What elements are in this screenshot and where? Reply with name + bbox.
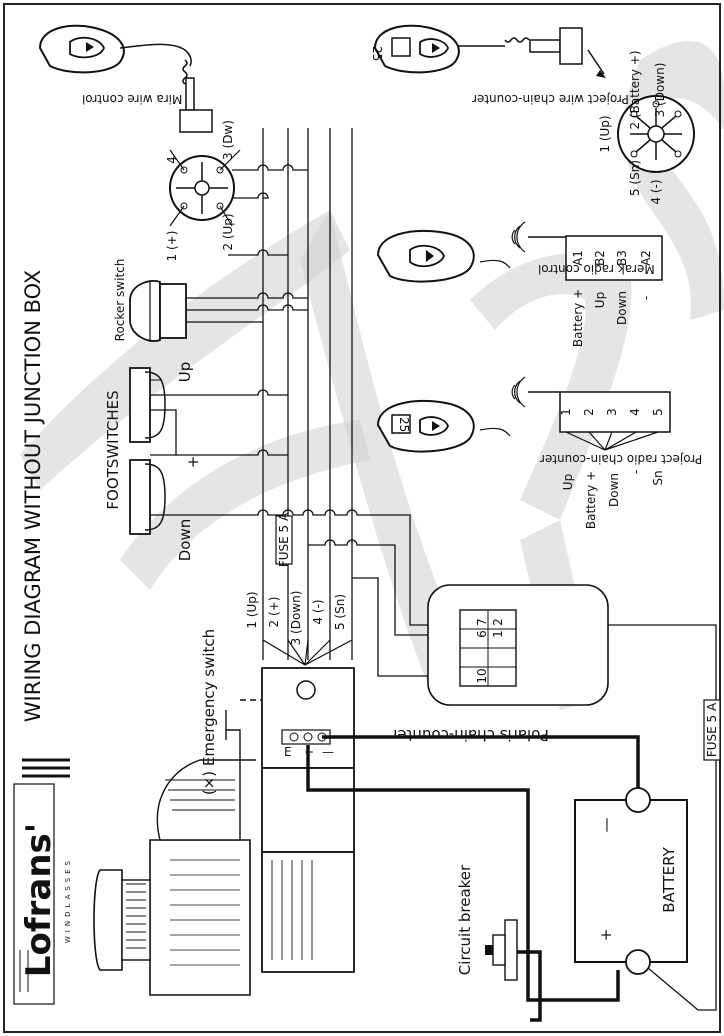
radio-term-4: 4 — [628, 408, 642, 416]
radio-term-2: 2 — [582, 408, 596, 416]
polaris-pin-10: 10 — [475, 668, 489, 683]
project-wire-label: Project wire chain-counter — [472, 92, 629, 106]
radio-sig-bat: Battery + — [584, 471, 598, 529]
plug5-pin3: 3 (Down) — [653, 63, 667, 118]
plug5-pin2: 2 (Battery +) — [628, 50, 642, 129]
five-pin-socket — [617, 95, 695, 173]
windlass-motor-icon — [93, 667, 355, 996]
polaris-unit — [427, 584, 609, 706]
polaris-pin-1: 1 — [491, 630, 505, 638]
emergency-switch-icon — [225, 699, 262, 761]
display-25-radio: 25 — [397, 417, 411, 432]
merak-term-b2: B2 — [593, 250, 607, 266]
bus-wires — [150, 128, 717, 1011]
merak-sig-minus: - — [639, 296, 653, 300]
four-pin-socket — [169, 149, 241, 227]
footswitch-up-label: Up — [176, 362, 194, 383]
lofrans-logo — [13, 758, 74, 1005]
inline-fuse — [275, 515, 293, 565]
project-wire-remote-icon — [373, 24, 606, 78]
battery-label: BATTERY — [660, 846, 678, 912]
terminal-minus: — — [322, 745, 334, 759]
merak-remote-icon — [376, 221, 663, 283]
plug5-pin5: 5 (Sn) — [628, 160, 642, 196]
inline-fuse-label: FUSE 5 A — [277, 512, 291, 567]
diagram-title: WIRING DIAGRAM WITHOUT JUNCTION BOX — [21, 270, 45, 722]
plug5-pin4: 4 (-) — [649, 179, 663, 204]
plug4-pin2: 2 (Up) — [221, 213, 235, 250]
plug4-pin1: 1 (+) — [165, 231, 179, 262]
display-25: 25 — [370, 46, 384, 61]
harness-1: 1 (Up) — [245, 591, 259, 628]
power-cables — [306, 735, 640, 1022]
merak-term-a1: A1 — [571, 250, 585, 266]
plug4-pin3: 3 (Dw) — [221, 120, 235, 160]
battery-minus-label: — — [597, 818, 615, 833]
merak-sig-down: Down — [615, 291, 629, 325]
brand-name: Lofrans' — [19, 823, 59, 977]
radio-sig-down: Down — [607, 473, 621, 507]
footswitch-down-icon — [129, 459, 166, 535]
mira-wire-label: Mira wire control — [82, 92, 182, 106]
harness-3: 3 (Down) — [289, 591, 303, 646]
radio-sig-up: Up — [561, 474, 575, 490]
plug5-pin1: 1 (Up) — [598, 115, 612, 152]
harness-bundle — [262, 639, 353, 666]
footswitch-up-icon — [129, 367, 166, 443]
circuit-breaker-icon — [485, 919, 518, 981]
merak-sig-bat: Battery + — [571, 289, 585, 347]
polaris-pin-7: 7 — [475, 618, 489, 626]
harness-5: 5 (Sn) — [333, 594, 347, 630]
footswitch-plus-label: + — [184, 456, 202, 469]
radio-sig-sn: Sn — [651, 470, 665, 485]
radio-term-5: 5 — [651, 408, 665, 416]
battery-plus-label: + — [597, 929, 615, 942]
harness-4: 4 (-) — [311, 599, 325, 624]
project-radio-label: Project radio chain-counter — [540, 452, 702, 466]
rocker-switch-icon — [129, 280, 187, 342]
battery-fuse — [703, 699, 721, 761]
frame — [3, 3, 721, 1033]
battery-icon — [574, 787, 688, 975]
radio-sig-minus: - — [629, 470, 643, 474]
merak-term-b3: B3 — [615, 250, 629, 266]
circuit-breaker-label: Circuit breaker — [456, 864, 474, 975]
project-radio-remote-icon — [376, 376, 671, 453]
mira-remote-icon — [38, 24, 213, 133]
merak-term-a2: A2 — [639, 250, 653, 266]
terminal-e: E — [284, 745, 292, 759]
harness-2: 2 (+) — [267, 597, 281, 628]
battery-link — [647, 967, 699, 1011]
polaris-pin-2: 2 — [491, 618, 505, 626]
merak-radio-label: Merak radio control — [538, 262, 655, 276]
brand-tagline: WINDLASSES — [64, 857, 72, 943]
merak-sig-up: Up — [593, 292, 607, 308]
polaris-pin-6: 6 — [475, 630, 489, 638]
radio-term-3: 3 — [605, 408, 619, 416]
battery-fuse-label: FUSE 5 A — [705, 702, 719, 757]
emergency-label: (×) Emergency switch — [200, 629, 218, 795]
rocker-switch-label: Rocker switch — [113, 259, 127, 342]
plug4-pin4: 4 — [165, 156, 179, 164]
footswitches-label: FOOTSWITCHES — [104, 390, 122, 509]
radio-term-1: 1 — [559, 408, 573, 416]
polaris-label: Polaris chain-counter — [390, 726, 549, 744]
footswitch-down-label: Down — [176, 519, 194, 562]
